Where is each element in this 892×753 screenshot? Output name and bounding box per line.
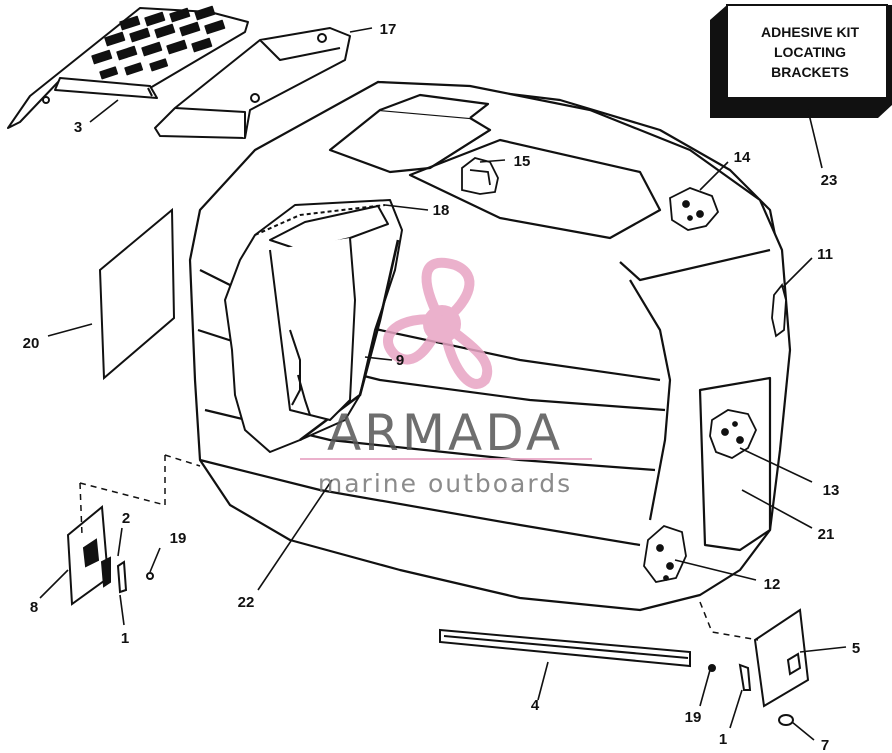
callout-5: 5 — [852, 640, 860, 657]
armada-watermark: ARMADA marine outboards — [300, 257, 592, 498]
callout-19-left: 19 — [170, 530, 187, 547]
kit-label-line-2: LOCATING — [774, 44, 846, 60]
watermark-subtitle: marine outboards — [318, 469, 572, 498]
callout-21: 21 — [818, 526, 835, 543]
watermark-rule — [300, 458, 592, 460]
callout-8: 8 — [30, 599, 38, 616]
callout-15: 15 — [514, 153, 531, 170]
callout-2: 2 — [122, 510, 130, 527]
callout-23: 23 — [821, 172, 838, 189]
callout-7: 7 — [821, 737, 829, 753]
callout-17: 17 — [380, 21, 397, 38]
callout-1-right: 1 — [719, 731, 727, 748]
callout-12: 12 — [764, 576, 781, 593]
watermark-title: ARMADA — [327, 404, 563, 462]
top-grille-part — [7, 5, 249, 129]
callout-18: 18 — [433, 202, 450, 219]
callout-4: 4 — [531, 697, 540, 714]
kit-label-line-1: ADHESIVE KIT — [761, 24, 859, 40]
latch-plate-5-part — [699, 601, 810, 726]
callout-1-left: 1 — [121, 630, 129, 647]
latch-plate-8-part — [66, 454, 201, 606]
bracket-12-part — [643, 524, 687, 583]
seal-strip-4-part — [439, 628, 691, 668]
bracket-13-part — [709, 409, 757, 459]
leader-lines — [39, 27, 847, 741]
callout-labels: 3 17 15 14 23 11 18 9 20 13 21 12 22 2 1… — [23, 21, 861, 753]
bracket-11-part — [771, 283, 787, 338]
propeller-logo — [383, 257, 493, 389]
callout-9: 9 — [396, 352, 404, 369]
callout-20: 20 — [23, 335, 40, 352]
callout-19-right: 19 — [685, 709, 702, 726]
callout-11: 11 — [817, 246, 833, 263]
callout-13: 13 — [823, 482, 840, 499]
callout-22: 22 — [238, 594, 255, 611]
air-intake-bracket-part — [154, 27, 351, 139]
bracket-14-part — [669, 187, 720, 231]
kit-label-line-3: BRACKETS — [771, 64, 849, 80]
bracket-15-part — [461, 157, 499, 195]
decal-20-part — [98, 207, 176, 381]
adhesive-kit-box: ADHESIVE KIT LOCATING BRACKETS — [710, 4, 892, 118]
callout-3: 3 — [74, 119, 82, 136]
cutaway-opening — [224, 199, 403, 453]
callout-14: 14 — [734, 149, 751, 166]
